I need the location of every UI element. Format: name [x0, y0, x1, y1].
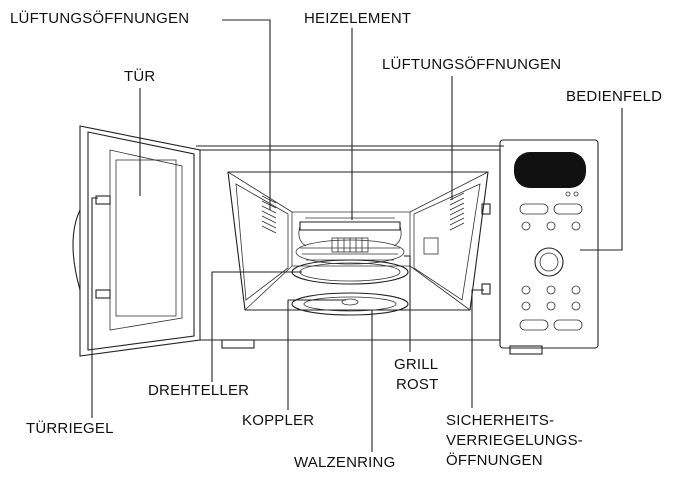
oven-cavity — [227, 171, 489, 311]
label-door: TÜR — [124, 68, 156, 85]
label-control-panel: BEDIENFELD — [566, 88, 663, 105]
display-window — [514, 152, 586, 188]
label-safety-2: VERRIEGELUNGS- — [446, 432, 583, 449]
label-heating-element: HEIZELEMENT — [304, 10, 412, 27]
safety-interlock-holes — [481, 203, 491, 295]
grill-rack-shape — [295, 237, 405, 265]
label-safety-3: ÖFFNUNGEN — [446, 452, 543, 469]
label-turntable: DREHTELLER — [148, 382, 250, 399]
roller-ring-shape — [291, 292, 409, 316]
label-vent-left: LÜFTUNGSÖFFNUNGEN — [10, 10, 190, 27]
microwave-body — [196, 139, 599, 355]
vent-left-grille — [261, 195, 277, 234]
label-vent-right: LÜFTUNGSÖFFNUNGEN — [382, 56, 562, 73]
label-safety-1: SICHERHEITS- — [446, 412, 555, 429]
door-shape — [72, 125, 201, 357]
label-grill-rack-2: ROST — [396, 376, 439, 393]
label-roller-ring: WALZENRING — [294, 454, 396, 471]
label-door-latch: TÜRRIEGEL — [26, 420, 114, 437]
leader-lines — [91, 19, 623, 452]
control-panel-shape — [514, 152, 586, 331]
heating-element-shape — [298, 217, 402, 247]
label-grill-rack-1: GRILL — [394, 356, 439, 373]
label-coupler: KOPPLER — [242, 412, 315, 429]
